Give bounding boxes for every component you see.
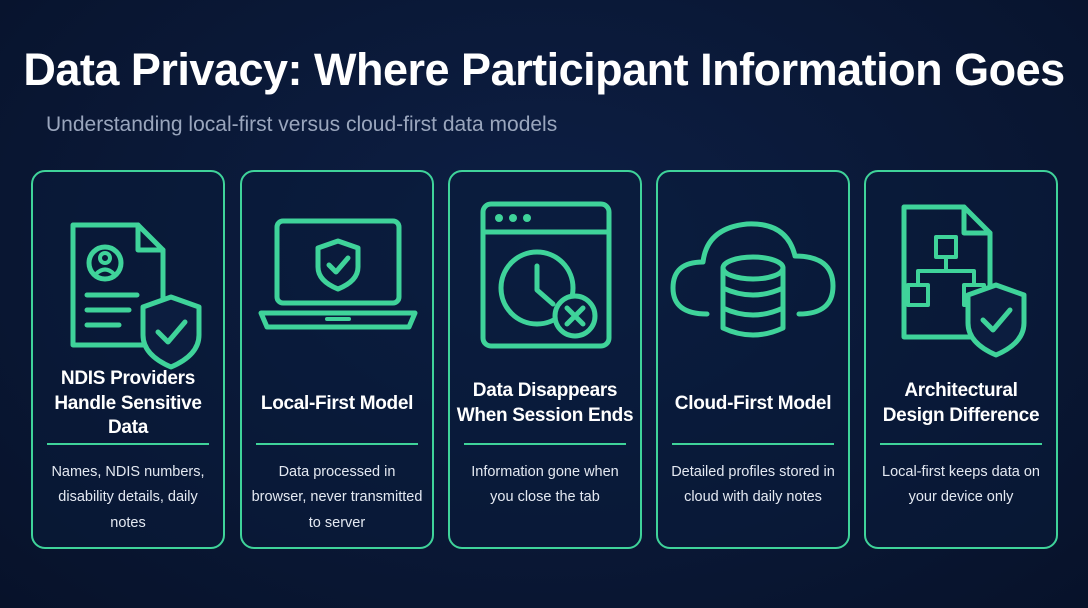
- card-ndis-providers: NDIS Providers Handle Sensitive Data Nam…: [31, 170, 225, 549]
- card-data-disappears: Data Disappears When Session Ends Inform…: [448, 170, 642, 549]
- card-divider: [47, 443, 209, 445]
- card-description: Names, NDIS numbers, disability details,…: [51, 464, 205, 531]
- card-divider: [256, 443, 418, 445]
- browser-clock-icon: [450, 190, 640, 360]
- card-title: NDIS Providers Handle Sensitive Data: [54, 367, 202, 439]
- card-divider: [672, 443, 834, 445]
- card-title: Cloud-First Model: [674, 392, 832, 414]
- card-architectural-design: Architectural Design Difference Local-fi…: [864, 170, 1058, 549]
- card-divider: [880, 443, 1042, 445]
- card-description: Data processed in browser, never transmi…: [251, 464, 423, 531]
- card-cloud-first-model: Cloud-First Model Detailed profiles stor…: [656, 170, 850, 549]
- card-divider: [464, 443, 626, 445]
- card-local-first-model: Local-First Model Data processed in brow…: [240, 170, 434, 549]
- card-description: Information gone when you close the tab: [471, 464, 619, 506]
- card-title: Local-First Model: [260, 392, 414, 414]
- card-description: Local-first keeps data on your device on…: [882, 464, 1040, 506]
- card-title: Data Disappears When Session Ends: [456, 380, 634, 426]
- laptop-shield-icon: [242, 190, 432, 360]
- page-subtitle: Understanding local-first versus cloud-f…: [46, 113, 558, 136]
- page-title: Data Privacy: Where Participant Informat…: [23, 44, 1065, 95]
- card-title: Architectural Design Difference: [882, 380, 1040, 426]
- card-description: Detailed profiles stored in cloud with d…: [671, 464, 835, 506]
- document-person-shield-icon: [33, 190, 223, 370]
- document-diagram-shield-icon: [866, 190, 1056, 360]
- cloud-database-icon: [658, 190, 848, 360]
